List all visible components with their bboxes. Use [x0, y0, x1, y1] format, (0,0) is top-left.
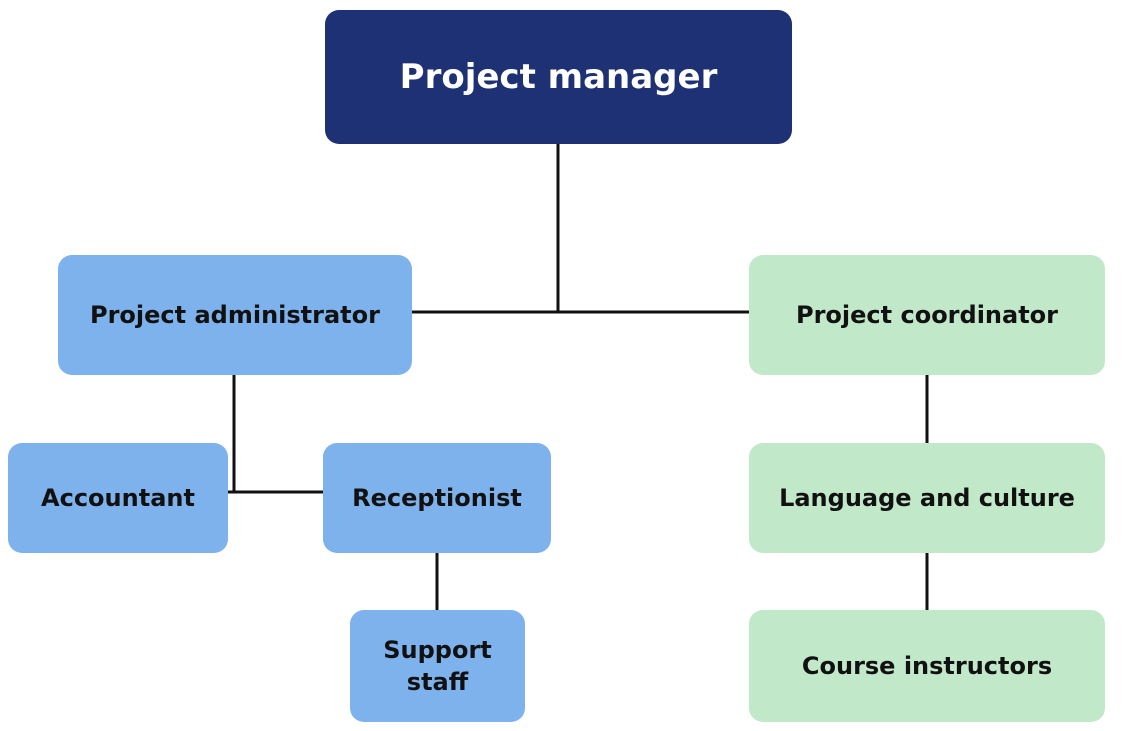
- node-label: Project manager: [399, 57, 718, 97]
- node-label: Receptionist: [352, 484, 522, 512]
- node-support-staff: Support staff: [350, 610, 525, 722]
- node-course-instructors: Course instructors: [749, 610, 1105, 722]
- node-accountant: Accountant: [8, 443, 228, 553]
- node-label: Project coordinator: [796, 301, 1058, 329]
- node-label: Course instructors: [801, 652, 1053, 680]
- node-label-line2: staff: [406, 668, 469, 696]
- node-language-and-culture: Language and culture: [749, 443, 1105, 553]
- node-receptionist: Receptionist: [323, 443, 551, 553]
- node-project-manager: Project manager: [325, 10, 792, 144]
- node-label: Language and culture: [779, 484, 1075, 512]
- node-project-administrator: Project administrator: [58, 255, 412, 375]
- node-label: Project administrator: [90, 301, 380, 329]
- node-project-coordinator: Project coordinator: [749, 255, 1105, 375]
- node-label-line1: Support: [383, 636, 492, 664]
- node-label: Accountant: [41, 484, 195, 512]
